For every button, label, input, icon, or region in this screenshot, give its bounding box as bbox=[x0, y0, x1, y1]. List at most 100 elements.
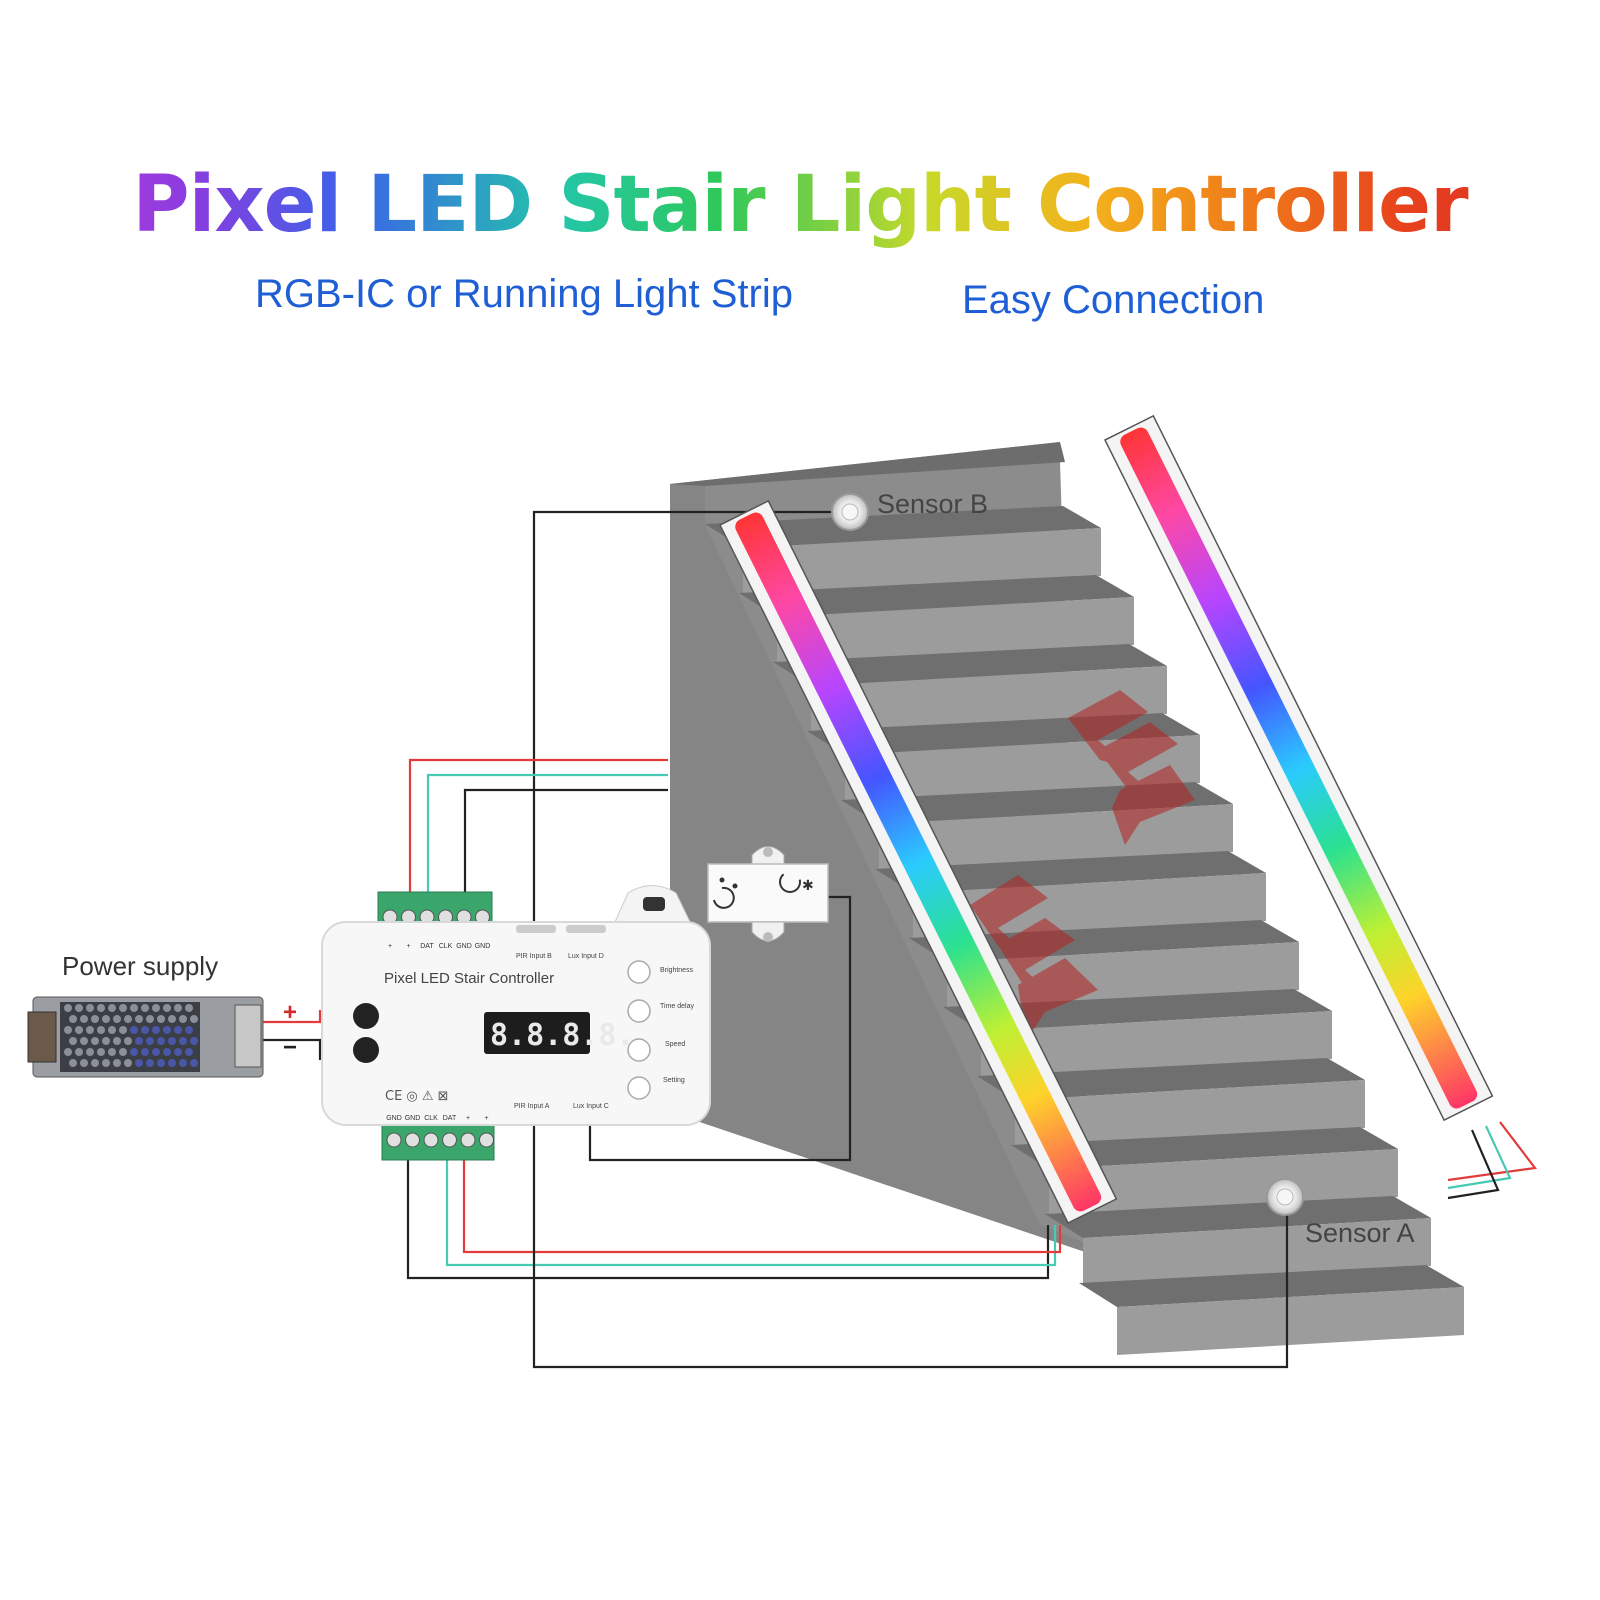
vent-hole bbox=[190, 1037, 198, 1045]
vent-hole bbox=[91, 1059, 99, 1067]
wire-sensor-a bbox=[532, 1125, 1289, 1369]
subtitle-strip-type: RGB-IC or Running Light Strip bbox=[255, 272, 794, 316]
vent-hole bbox=[113, 1015, 121, 1023]
terminal-label: CLK bbox=[439, 943, 453, 950]
arrow-chevron-3 bbox=[1112, 765, 1195, 845]
sensor-b[interactable] bbox=[831, 493, 869, 531]
vent-hole bbox=[135, 1015, 143, 1023]
vent-hole bbox=[64, 1026, 72, 1034]
stair-riser bbox=[777, 597, 1134, 665]
setting-label: Setting bbox=[663, 1077, 685, 1084]
pir-input-b-label: PIR Input B bbox=[516, 953, 552, 960]
wire-bottom-red bbox=[462, 1160, 1062, 1254]
vent-hole bbox=[141, 1048, 149, 1056]
terminal-screw[interactable] bbox=[442, 1132, 457, 1148]
vent-hole bbox=[108, 1026, 116, 1034]
wire-power-plus bbox=[262, 1010, 322, 1024]
vent-hole bbox=[86, 1004, 94, 1012]
vent-hole bbox=[141, 1004, 149, 1012]
vent-hole bbox=[185, 1004, 193, 1012]
vent-hole bbox=[179, 1015, 187, 1023]
time-delay-label: Time delay bbox=[660, 1003, 694, 1010]
vent-hole bbox=[163, 1026, 171, 1034]
stair-steps bbox=[705, 506, 1464, 1355]
stair-riser bbox=[1083, 1218, 1431, 1286]
vent-hole bbox=[190, 1059, 198, 1067]
vent-hole bbox=[174, 1004, 182, 1012]
vent-hole bbox=[190, 1015, 198, 1023]
lux-sensor[interactable]: ✱ bbox=[707, 846, 829, 943]
stair-riser bbox=[743, 528, 1101, 596]
vent-hole bbox=[130, 1004, 138, 1012]
stair-tread bbox=[739, 575, 1134, 617]
vent-hole bbox=[91, 1037, 99, 1045]
vent-hole bbox=[69, 1059, 77, 1067]
stair-tread bbox=[977, 1058, 1365, 1100]
vent-hole bbox=[119, 1004, 127, 1012]
terminal-label: + bbox=[466, 1115, 470, 1122]
vent-hole bbox=[86, 1026, 94, 1034]
terminal-screw[interactable] bbox=[460, 1132, 476, 1148]
terminal-label: + bbox=[484, 1115, 488, 1122]
wire-top-red bbox=[408, 758, 668, 900]
stair-left-face bbox=[670, 484, 1085, 1252]
vent-hole bbox=[69, 1037, 77, 1045]
vent-hole bbox=[185, 1026, 193, 1034]
vent-hole bbox=[97, 1004, 105, 1012]
terminal-label: CLK bbox=[424, 1115, 438, 1122]
brightness-label: Brightness bbox=[660, 967, 694, 974]
vent-hole bbox=[113, 1059, 121, 1067]
vent-hole bbox=[119, 1026, 127, 1034]
terminal-screw[interactable] bbox=[386, 1132, 402, 1148]
vent-hole bbox=[152, 1004, 160, 1012]
vent-hole bbox=[146, 1059, 154, 1067]
terminal-screw[interactable] bbox=[405, 1132, 420, 1148]
controller-display: 8.8.8.8. bbox=[490, 1018, 635, 1053]
vent-hole bbox=[157, 1037, 165, 1045]
vent-hole bbox=[135, 1059, 143, 1067]
vent-hole bbox=[146, 1037, 154, 1045]
vent-hole bbox=[102, 1015, 110, 1023]
terminal-label: + bbox=[388, 943, 392, 950]
lux-input-d-label: Lux Input D bbox=[568, 953, 604, 960]
vent-hole bbox=[75, 1026, 83, 1034]
terminal-label: GND bbox=[405, 1115, 421, 1122]
stair-tread bbox=[1045, 1196, 1431, 1238]
arrow-chevron-2 bbox=[1098, 722, 1178, 800]
lux-input-c-label: Lux Input C bbox=[573, 1103, 609, 1110]
terminal-label: DAT bbox=[420, 943, 434, 950]
subtitle-easy-connection: Easy Connection bbox=[962, 278, 1265, 322]
stair-riser bbox=[1049, 1149, 1398, 1217]
vent-hole bbox=[124, 1059, 132, 1067]
vent-hole bbox=[80, 1015, 88, 1023]
stair-tread bbox=[1079, 1265, 1464, 1307]
sensor-b-label: Sensor B bbox=[877, 489, 988, 519]
vent-hole bbox=[146, 1015, 154, 1023]
vent-hole bbox=[80, 1059, 88, 1067]
vent-hole bbox=[163, 1004, 171, 1012]
vent-hole bbox=[185, 1048, 193, 1056]
vent-hole bbox=[141, 1026, 149, 1034]
terminal-screw[interactable] bbox=[423, 1132, 439, 1148]
wiring bbox=[262, 510, 1538, 1369]
terminal-label: DAT bbox=[443, 1115, 457, 1122]
terminal-screw[interactable] bbox=[479, 1132, 494, 1148]
vent-hole bbox=[130, 1026, 138, 1034]
svg-text:✱: ✱ bbox=[802, 878, 814, 894]
vent-hole bbox=[135, 1037, 143, 1045]
stair-tread bbox=[773, 644, 1167, 686]
stair-riser bbox=[1117, 1287, 1464, 1355]
sensor-a[interactable] bbox=[1266, 1178, 1304, 1216]
wire-sensor-b bbox=[532, 510, 836, 925]
stair-tread bbox=[705, 506, 1101, 548]
svg-text:CE ◎ ⚠ ⊠: CE ◎ ⚠ ⊠ bbox=[385, 1089, 449, 1104]
power-plus-label: + bbox=[283, 999, 297, 1026]
controller[interactable]: CE ◎ ⚠ ⊠ bbox=[321, 885, 711, 1161]
vent-hole bbox=[64, 1048, 72, 1056]
wire-right-strip-cyan bbox=[1447, 1125, 1512, 1190]
terminal-label: GND bbox=[475, 943, 491, 950]
vent-hole bbox=[174, 1048, 182, 1056]
vent-hole bbox=[102, 1037, 110, 1045]
